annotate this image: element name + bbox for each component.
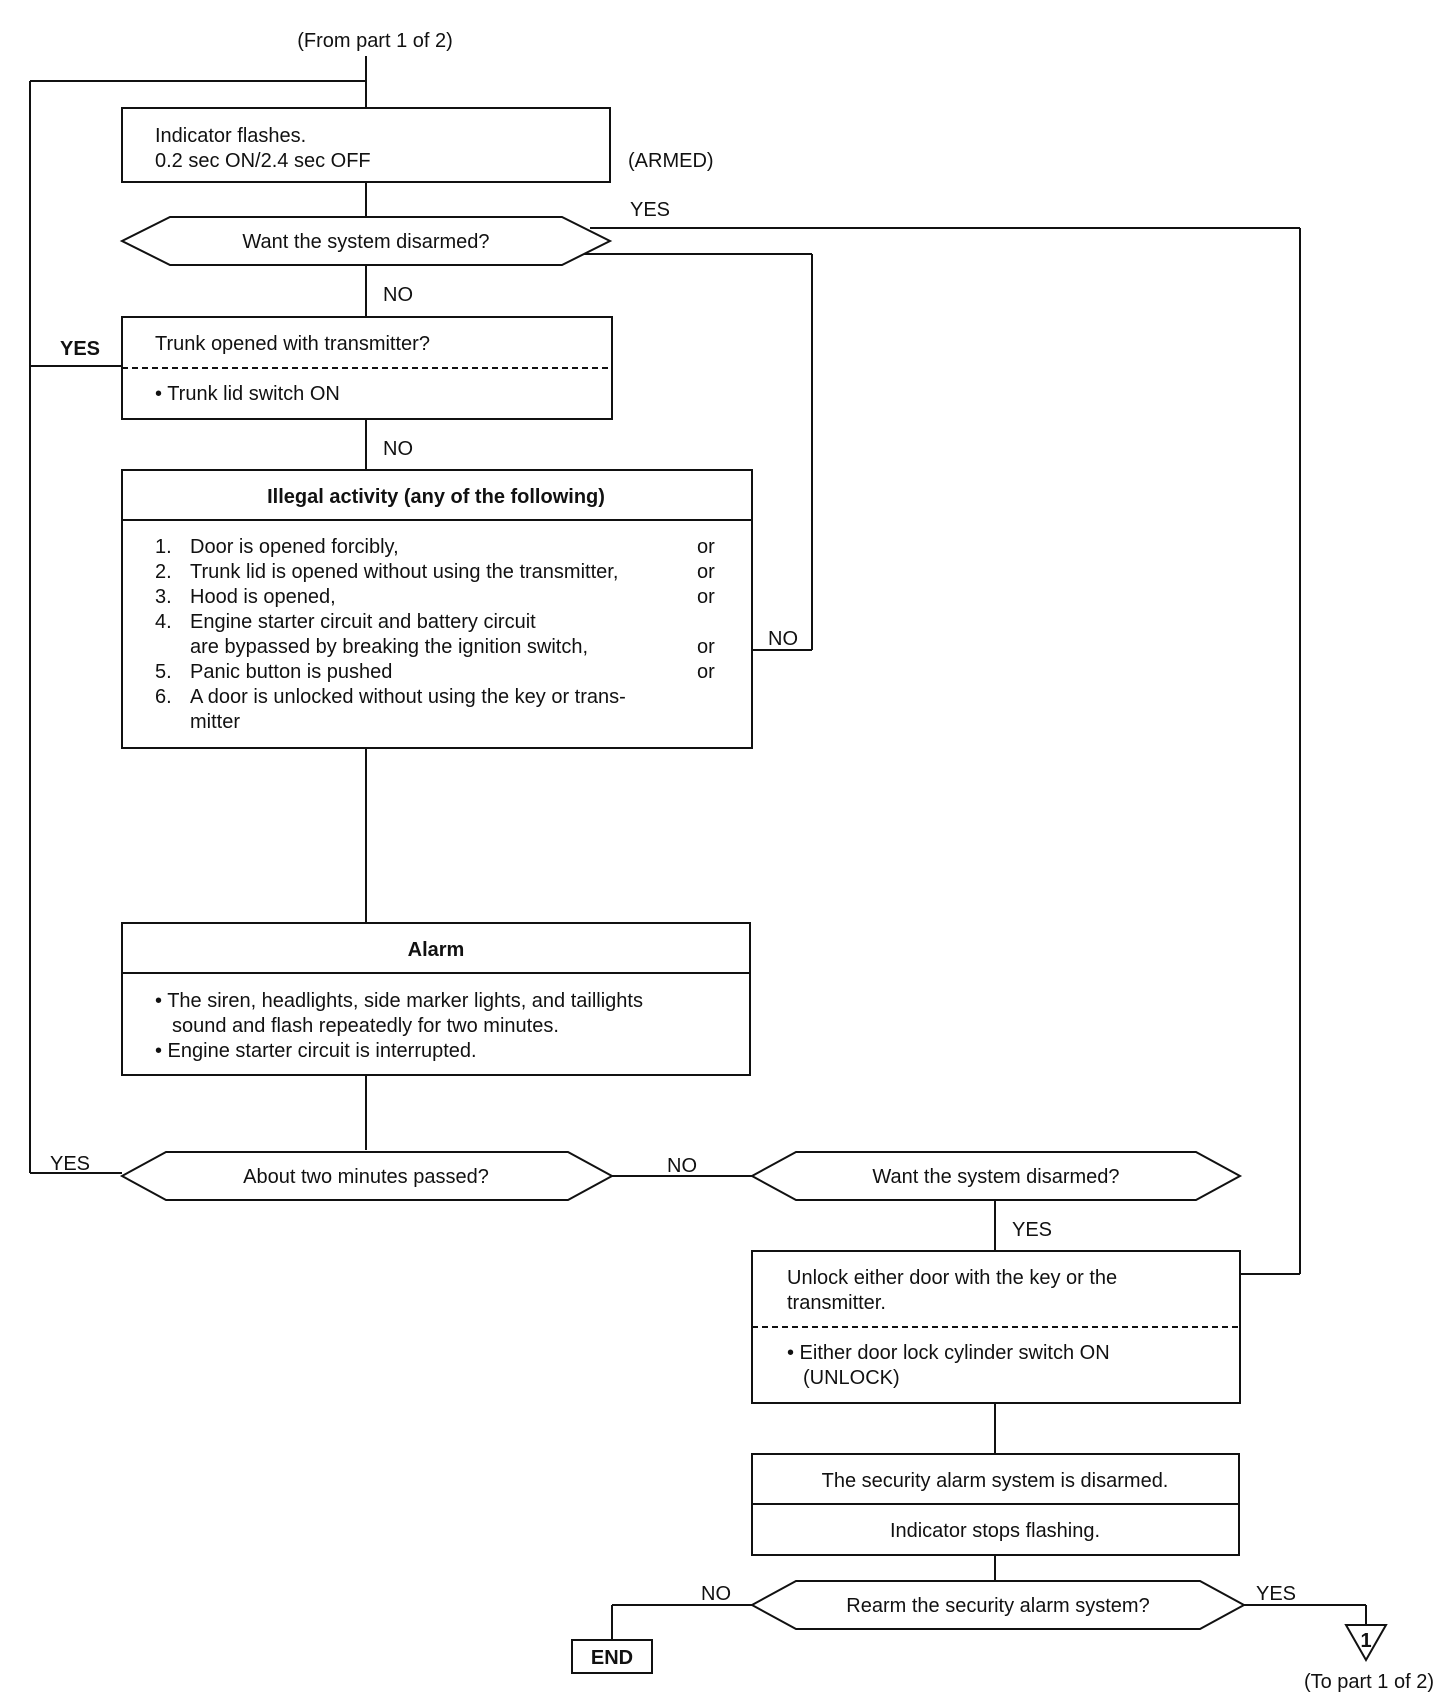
decision-disarm-1-yes: YES [630,199,670,221]
to-part-marker-icon: 1 [1344,1624,1388,1663]
illegal-item-num: 4. [155,611,172,633]
illegal-item-or: or [697,536,715,558]
decision-two-minutes: About two minutes passed? [119,1151,615,1201]
connector-lines [29,56,1367,1640]
illegal-item-text: Hood is opened, [190,586,336,608]
decision-two-minutes-label: About two minutes passed? [243,1166,489,1188]
unlock-cond1: • Either door lock cylinder switch ON [787,1342,1110,1364]
illegal-item-or: or [697,586,715,608]
illegal-item-text: A door is unlocked without using the key… [190,686,626,708]
to-part-label: (To part 1 of 2) [1304,1671,1434,1693]
illegal-item-text: Door is opened forcibly, [190,536,399,558]
unlock-line2: transmitter. [787,1292,886,1314]
decision-two-minutes-no: NO [667,1155,697,1177]
illegal-item-text-cont: mitter [190,711,240,733]
trunk-yes-label: YES [60,338,100,360]
end-label: END [591,1647,633,1669]
trunk-box: Trunk opened with transmitter? • Trunk l… [121,316,613,420]
unlock-line1: Unlock either door with the key or the [787,1267,1117,1289]
illegal-item-num: 5. [155,661,172,683]
illegal-item-num: 1. [155,536,172,558]
illegal-item-or: or [697,636,715,658]
illegal-title: Illegal activity (any of the following) [267,486,605,508]
illegal-item-text-cont: are bypassed by breaking the ignition sw… [190,636,588,658]
indicator-line1: Indicator flashes. [155,125,306,147]
decision-disarm-1: Want the system disarmed? [119,216,613,266]
disarmed-box: The security alarm system is disarmed. I… [751,1453,1240,1556]
decision-rearm-yes: YES [1256,1583,1296,1605]
trunk-question: Trunk opened with transmitter? [155,333,430,355]
alarm-box: Alarm • The siren, headlights, side mark… [121,922,751,1076]
alarm-line1: • The siren, headlights, side marker lig… [155,990,643,1012]
alarm-line3: • Engine starter circuit is interrupted. [155,1040,477,1062]
decision-rearm-no: NO [701,1583,731,1605]
illegal-item-num: 6. [155,686,172,708]
to-part-marker-number: 1 [1360,1630,1371,1652]
illegal-activity-box: Illegal activity (any of the following) … [121,469,753,749]
illegal-item-text: Panic button is pushed [190,661,392,683]
trunk-condition: • Trunk lid switch ON [155,383,340,405]
decision-disarm-2-label: Want the system disarmed? [872,1166,1119,1188]
unlock-cond2: (UNLOCK) [803,1367,900,1389]
illegal-item-or: or [697,561,715,583]
decision-disarm-1-label: Want the system disarmed? [242,231,489,253]
illegal-item-num: 3. [155,586,172,608]
trunk-no-label: NO [383,438,413,460]
decision-rearm: Rearm the security alarm system? [749,1580,1247,1630]
decision-two-minutes-yes: YES [50,1153,90,1175]
armed-state-label: (ARMED) [628,150,714,172]
unlock-box: Unlock either door with the key or the t… [751,1250,1241,1404]
decision-rearm-label: Rearm the security alarm system? [846,1595,1149,1617]
illegal-item-text: Trunk lid is opened without using the tr… [190,561,618,583]
indicator-line2: 0.2 sec ON/2.4 sec OFF [155,150,371,172]
illegal-item-or: or [697,661,715,683]
alarm-line2: sound and flash repeatedly for two minut… [172,1015,559,1037]
indicator-box: Indicator flashes. 0.2 sec ON/2.4 sec OF… [121,107,611,183]
illegal-item-num: 2. [155,561,172,583]
decision-disarm-2: Want the system disarmed? [749,1151,1243,1201]
disarmed-line2: Indicator stops flashing. [890,1520,1100,1542]
from-part-label: (From part 1 of 2) [297,30,453,52]
illegal-no-label: NO [768,628,798,650]
disarmed-line1: The security alarm system is disarmed. [822,1470,1169,1492]
decision-disarm-2-yes: YES [1012,1219,1052,1241]
end-box: END [571,1639,653,1674]
decision-disarm-1-no: NO [383,284,413,306]
alarm-title: Alarm [408,939,465,961]
illegal-item-text: Engine starter circuit and battery circu… [190,611,536,633]
